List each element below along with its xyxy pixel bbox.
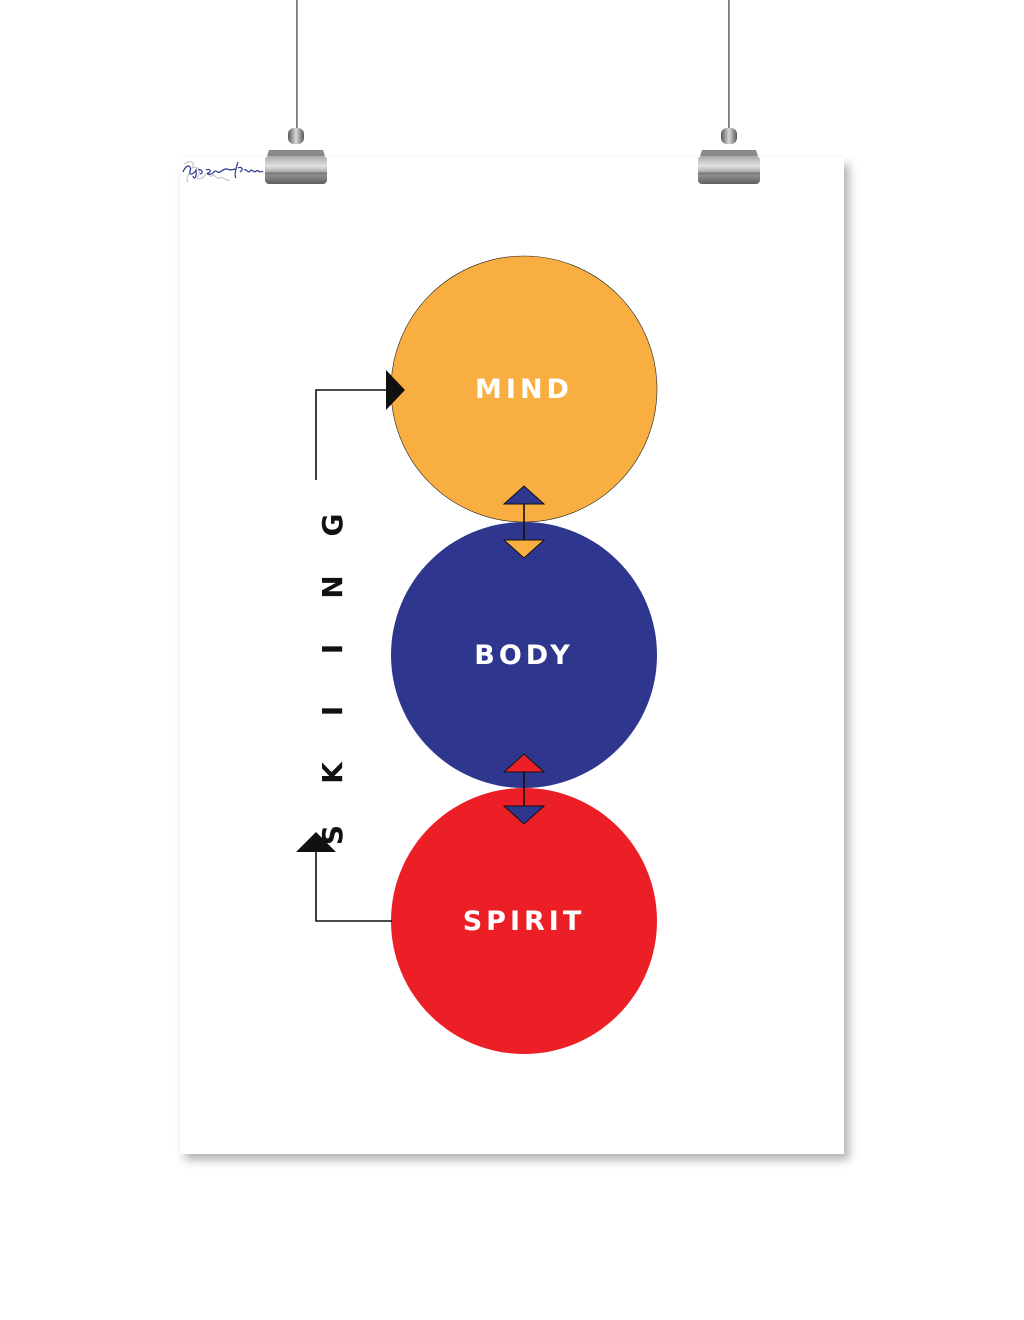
spirit-circle bbox=[391, 788, 657, 1054]
binder-clip-right-icon bbox=[698, 128, 760, 184]
right-arrowhead bbox=[386, 370, 405, 410]
skiing-vertical-label: G N I I K S bbox=[316, 494, 349, 866]
mind-label: MIND bbox=[475, 374, 573, 405]
body-circle bbox=[391, 522, 657, 788]
spirit-label: SPIRIT bbox=[462, 906, 586, 937]
skiing-letter: I bbox=[316, 705, 349, 717]
skiing-letter: N bbox=[316, 575, 349, 599]
hanging-wire-left bbox=[296, 0, 298, 132]
skiing-letter: G bbox=[316, 513, 349, 537]
hanging-wire-right bbox=[728, 0, 730, 132]
poster-diagram bbox=[296, 255, 658, 1054]
upward-arrowhead bbox=[296, 832, 336, 852]
skiing-letter: S bbox=[316, 824, 349, 846]
skiing-letter: I bbox=[316, 643, 349, 655]
publisher-signature bbox=[182, 161, 264, 179]
poster: MIND BODY SPIRIT G N I I K S bbox=[180, 158, 844, 1154]
skiing-to-mind-line bbox=[315, 389, 388, 480]
body-spirit-down-arrow bbox=[502, 805, 546, 825]
mind-body-down-arrow bbox=[502, 539, 546, 559]
body-spirit-up-arrow bbox=[502, 753, 546, 773]
skiing-letter: K bbox=[316, 762, 349, 784]
binder-clip-left-icon bbox=[265, 128, 327, 184]
mind-body-up-arrow bbox=[502, 485, 546, 505]
spirit-to-skiing-line bbox=[315, 850, 392, 922]
body-label: BODY bbox=[474, 640, 574, 671]
